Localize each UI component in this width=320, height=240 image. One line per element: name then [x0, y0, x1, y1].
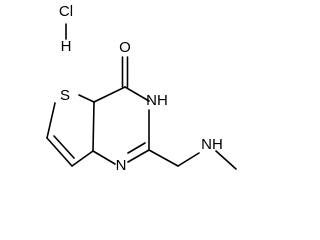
thiophene-bond-c2-c3-a	[46, 137, 73, 167]
ring-n-label: N	[116, 157, 127, 174]
thiophene-bond-s-c2	[46, 102, 56, 139]
hydrogen-label: H	[61, 38, 72, 55]
ring-nh-label: NH	[146, 92, 168, 109]
chlorine-label: Cl	[59, 3, 73, 20]
side-chain-bond-c2-ch2	[148, 149, 179, 167]
molecule-structure: Cl H O S NH N NH	[46, 3, 237, 174]
side-chain-bond-nh-ch3	[215, 150, 237, 170]
ring-bond-n1-c7a	[92, 150, 116, 165]
ring-bond-c2-n1-a	[127, 149, 150, 163]
ring-bond-c2-n1-b	[127, 142, 146, 154]
ring-bond-c7a-c4a	[92, 101, 95, 152]
ring-bond-c4a-c4	[93, 86, 126, 103]
ring-bond-c4-n3	[124, 86, 150, 102]
chemical-structure-canvas: Cl H O S NH N NH	[46, 2, 237, 174]
thiophene-bond-c3-c7a	[71, 150, 94, 167]
thiophene-bond-c4a-s	[78, 94, 95, 103]
amine-nh-label: NH	[201, 136, 223, 153]
side-chain-bond-ch2-nh	[177, 152, 200, 167]
sulfur-label: S	[60, 87, 70, 104]
thiophene-bond-c2-c3-b	[53, 135, 75, 159]
oxygen-label: O	[119, 39, 131, 56]
